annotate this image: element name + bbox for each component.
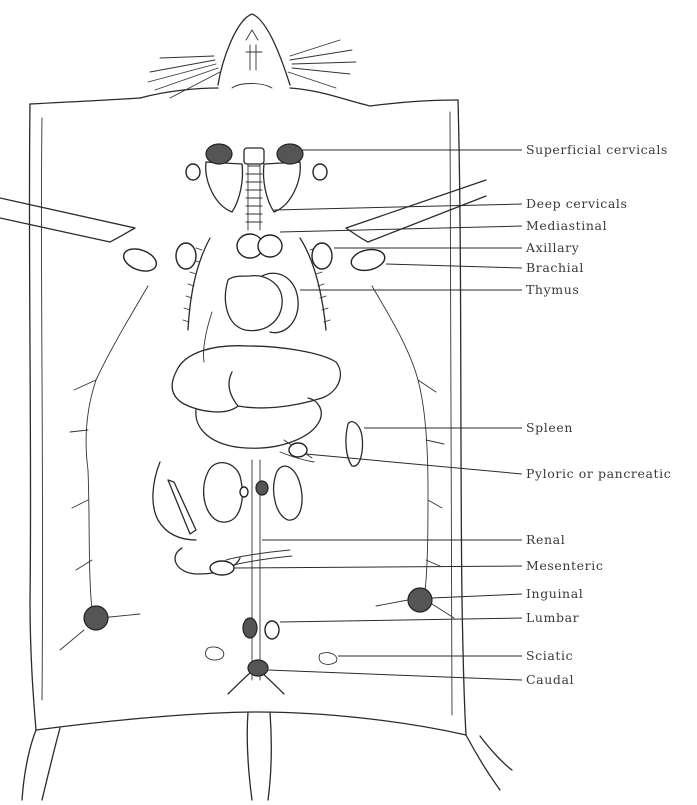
brachial-node-right <box>349 247 386 274</box>
lumbar-node-left <box>243 618 257 638</box>
labels: Superficial cervicals Deep cervicals Med… <box>525 142 671 687</box>
abdomen-organs <box>153 346 363 694</box>
label-inguinal: Inguinal <box>526 586 583 601</box>
caudal-node <box>248 660 268 676</box>
brachial-node-left <box>121 245 160 275</box>
label-mediastinal: Mediastinal <box>526 218 607 233</box>
renal-node-left <box>240 487 248 497</box>
label-mesenteric: Mesenteric <box>526 558 603 573</box>
pyloric-node <box>289 443 307 457</box>
skin-vessels <box>60 286 454 650</box>
mediastinal-node-right <box>258 235 282 257</box>
renal-node-right <box>256 481 268 495</box>
mesenteric-node <box>210 561 234 575</box>
label-pyloric: Pyloric or pancreatic <box>526 466 671 481</box>
label-lumbar: Lumbar <box>526 610 579 625</box>
label-axillary: Axillary <box>525 240 580 255</box>
label-thymus: Thymus <box>526 282 579 297</box>
label-renal: Renal <box>526 532 565 547</box>
lymph-nodes <box>84 144 432 676</box>
cervical-node-small-left <box>186 164 200 180</box>
lumbar-node-right <box>265 621 279 639</box>
label-deep-cervicals: Deep cervicals <box>526 196 628 211</box>
whiskers <box>148 40 356 98</box>
axillary-node-right <box>312 243 332 269</box>
rat-head <box>140 14 370 106</box>
label-caudal: Caudal <box>526 672 574 687</box>
superficial-cervical-node-right <box>277 144 303 164</box>
leader-lines <box>234 150 522 680</box>
superficial-cervical-node-left <box>206 144 232 164</box>
inguinal-node-right <box>408 588 432 612</box>
cervical-node-small-right <box>313 164 327 180</box>
label-spleen: Spleen <box>526 420 573 435</box>
label-sciatic: Sciatic <box>526 648 573 663</box>
label-brachial: Brachial <box>526 260 584 275</box>
body-outline <box>0 98 512 800</box>
axillary-node-left <box>176 243 196 269</box>
label-superficial-cervicals: Superficial cervicals <box>526 142 668 157</box>
inguinal-node-left <box>84 606 108 630</box>
